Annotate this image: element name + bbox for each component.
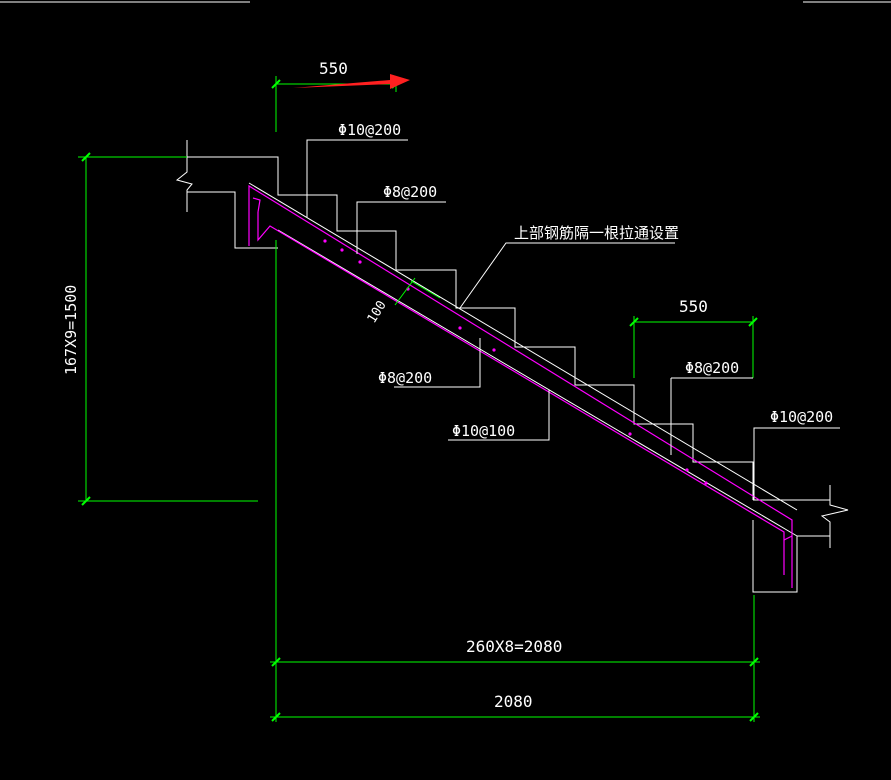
- label-steps-dim: 260X8=2080: [466, 637, 562, 656]
- label-slab-thickness: 100: [365, 298, 390, 326]
- rebar-group: [248, 184, 793, 588]
- leader-rebar-top-left: [306, 139, 408, 218]
- dimension-lines: [78, 76, 760, 722]
- upper-landing-top: [187, 156, 279, 192]
- label-total-dim: 2080: [494, 692, 533, 711]
- stair-steps: [277, 192, 754, 500]
- rebar-bottom-bar: [257, 212, 785, 575]
- label-rebar-top-left: Φ10@200: [338, 121, 401, 139]
- dimension-ticks: [81, 79, 759, 722]
- label-rebar-bottom: Φ10@100: [452, 422, 515, 440]
- label-right-550: 550: [679, 297, 708, 316]
- leader-note-upper: [459, 242, 675, 309]
- label-note-upper: 上部钢筋隔一根拉通设置: [514, 224, 679, 242]
- label-rebar-right-upper: Φ8@200: [685, 359, 739, 377]
- slab-soffit: [277, 229, 798, 537]
- rebar-dots: [323, 239, 708, 485]
- red-arrow-right-icon: [293, 74, 410, 89]
- break-symbol-right: [820, 485, 849, 548]
- stair-outline: [175, 140, 849, 593]
- label-rebar-right-top: Φ10@200: [770, 408, 833, 426]
- leader-rebar-top-upper: [356, 201, 446, 254]
- break-symbol-left: [175, 140, 193, 212]
- label-rebar-mid-left: Φ8@200: [378, 369, 432, 387]
- rebar-hook-left: [252, 197, 261, 213]
- lower-landing-block: [752, 520, 798, 593]
- leader-rebar-bottom: [448, 390, 550, 441]
- label-height-dim: 167X9=1500: [62, 285, 80, 375]
- rebar-top-bar: [248, 184, 793, 588]
- label-rebar-top-upper: Φ8@200: [383, 183, 437, 201]
- leader-rebar-mid-left: [394, 338, 481, 388]
- leader-lines: [306, 139, 840, 500]
- slab-top-line: [248, 182, 798, 511]
- rebar-hook-right: [783, 535, 793, 541]
- upper-landing-bottom: [187, 191, 278, 249]
- leader-rebar-right-top: [753, 427, 840, 500]
- label-top-550: 550: [319, 59, 348, 78]
- dim-thickness-line: [394, 277, 416, 306]
- dim-thickness-ext: [410, 280, 441, 299]
